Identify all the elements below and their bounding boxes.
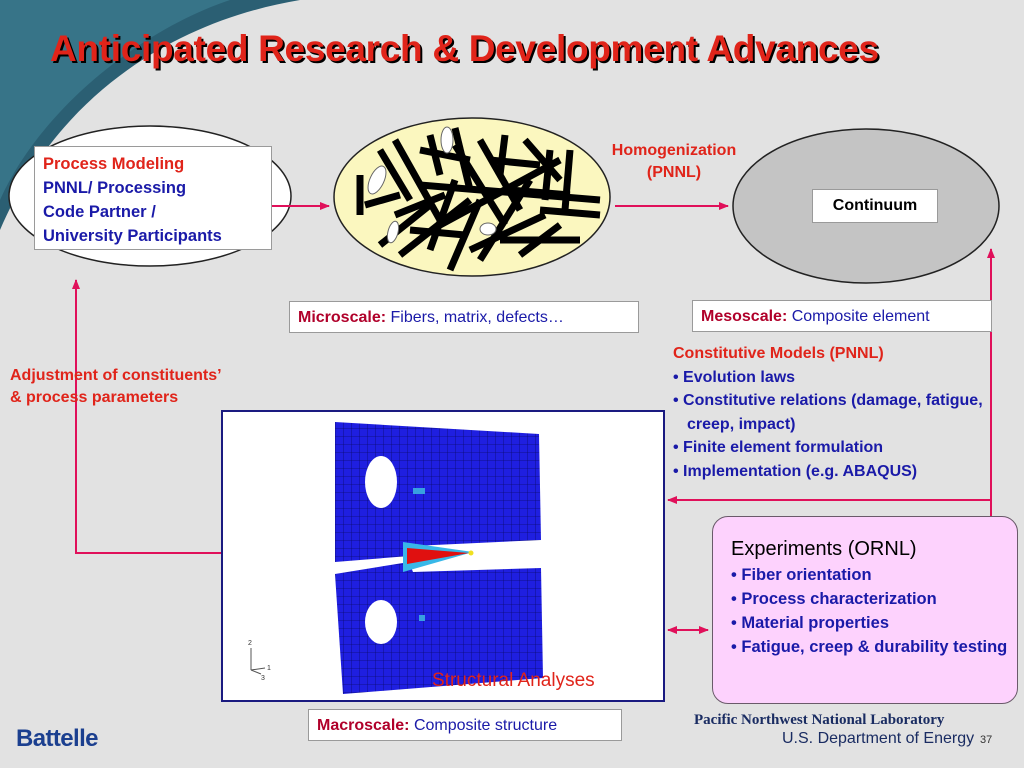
battelle-logo: Battelle xyxy=(16,725,99,752)
constitutive-item: • Implementation (e.g. ABAQUS) xyxy=(673,462,918,480)
upper-hole xyxy=(365,456,397,508)
constitutive-models-list: Constitutive Models (PNNL) • Evolution l… xyxy=(673,342,1013,483)
adjustment-label: Adjustment of constituents’ & process pa… xyxy=(10,365,222,409)
page-title: Anticipated Research & Development Advan… xyxy=(50,28,879,69)
axis-label-2: 2 xyxy=(248,640,252,647)
experiments-item: • Process characterization xyxy=(731,590,937,608)
homogenization-line-1: Homogenization xyxy=(611,142,737,159)
stress-patch xyxy=(419,615,425,621)
microscale-label: Microscale: xyxy=(298,309,387,326)
constitutive-item: • Finite element formulation xyxy=(673,439,884,456)
constitutive-heading: Constitutive Models (PNNL) xyxy=(673,345,884,362)
mesoscale-text: Composite element xyxy=(791,308,930,325)
axis-label-3: 3 xyxy=(261,675,265,682)
void-defect xyxy=(367,165,387,195)
homogenization-line-2: (PNNL) xyxy=(646,164,702,181)
crack-tip xyxy=(468,550,474,556)
microscale-caption: Microscale: Fibers, matrix, defects… xyxy=(289,301,639,333)
homogenization-label: Homogenization (PNNL) xyxy=(590,140,758,184)
process-line-1: Process Modeling xyxy=(43,155,185,173)
void-defect xyxy=(479,222,497,236)
structural-analysis-panel: 2 1 3 xyxy=(221,410,665,702)
experiments-box: Experiments (ORNL) • Fiber orientation •… xyxy=(712,516,1018,704)
experiments-item: • Material properties xyxy=(731,614,889,632)
arrow-structure-to-process xyxy=(72,279,221,554)
process-modeling-box: Process Modeling PNNL/ Processing Code P… xyxy=(34,146,272,250)
fe-mesh-image: 2 1 3 xyxy=(248,422,543,694)
mesoscale-caption: Mesoscale: Composite element xyxy=(692,300,992,332)
page-number: 37 xyxy=(980,734,993,746)
doe-text: U.S. Department of Energy xyxy=(782,730,975,747)
microscale-text: Fibers, matrix, defects… xyxy=(390,309,564,326)
adjustment-line-1: Adjustment of constituents’ xyxy=(10,367,222,384)
lower-hole xyxy=(365,600,397,644)
mesoscale-label: Mesoscale: xyxy=(701,308,788,325)
void-defect xyxy=(440,126,454,154)
upper-plate xyxy=(335,422,541,562)
constitutive-item: • Evolution laws xyxy=(673,368,796,386)
constitutive-item: • Constitutive relations (damage, fatigu… xyxy=(673,392,983,433)
void-defect xyxy=(386,220,400,244)
macroscale-label: Macroscale: xyxy=(317,717,410,734)
process-line-4: University Participants xyxy=(43,227,222,245)
pnnl-logo-text: Pacific Northwest National Laboratory xyxy=(694,712,945,728)
macroscale-text: Composite structure xyxy=(413,717,558,734)
crack-zone-red xyxy=(407,548,469,564)
structural-analyses-label: Structural Analyses xyxy=(432,670,595,691)
experiments-item: • Fiber orientation xyxy=(731,566,872,584)
lower-plate xyxy=(335,562,543,694)
experiments-heading: Experiments (ORNL) xyxy=(731,538,917,560)
adjustment-line-2: & process parameters xyxy=(10,389,179,406)
axis-label-1: 1 xyxy=(267,665,271,672)
continuum-label: Continuum xyxy=(812,189,938,223)
stress-patch xyxy=(413,488,425,494)
corner-swoosh-highlight xyxy=(0,0,230,200)
experiments-item: • Fatigue, creep & durability testing xyxy=(731,638,1008,656)
process-line-2: PNNL/ Processing xyxy=(43,179,187,197)
axis-triad xyxy=(250,648,266,675)
macroscale-caption: Macroscale: Composite structure xyxy=(308,709,622,741)
process-line-3: Code Partner / xyxy=(43,203,156,221)
